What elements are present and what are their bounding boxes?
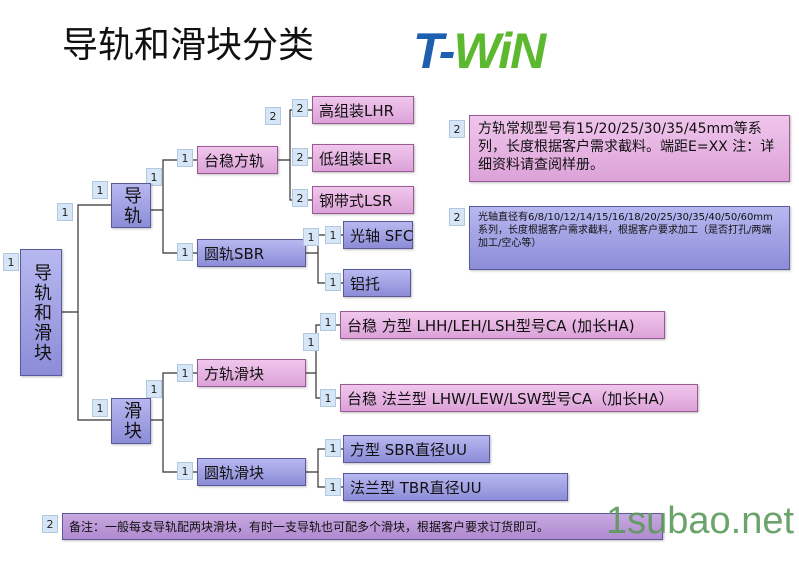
level-badge: 1 [320,389,336,407]
level-badge: 1 [177,149,193,167]
node-square-rail[interactable]: 台稳方轨 [197,146,278,174]
level-badge: 2 [449,208,465,226]
level-badge: 1 [146,168,162,186]
level-badge: 1 [92,181,108,199]
node-ler[interactable]: 低组装LER [312,144,414,172]
node-tbr-uu[interactable]: 法兰型 TBR直径UU [343,473,568,501]
level-badge: 1 [303,333,319,351]
node-root[interactable]: 导轨和滑块 [20,249,62,376]
level-badge: 1 [177,462,193,480]
node-sfc[interactable]: 光轴 SFC [343,221,413,249]
level-badge: 1 [325,439,341,457]
level-badge: 2 [292,189,308,207]
node-sbr-uu[interactable]: 方型 SBR直径UU [343,435,490,463]
node-round-block[interactable]: 圆轨滑块 [197,458,306,486]
node-lsr[interactable]: 钢带式LSR [312,186,414,214]
level-badge: 1 [57,203,73,221]
twin-logo: T-WiN [413,23,546,79]
node-flange-type[interactable]: 台稳 法兰型 LHW/LEW/LSW型号CA（加长HA） [340,384,698,412]
level-badge: 1 [325,478,341,496]
node-support[interactable]: 铝托 [343,269,411,297]
note-round-rail: 光轴直径有6/8/10/12/14/15/16/18/20/25/30/35/4… [469,206,790,270]
node-square-block[interactable]: 方轨滑块 [197,359,306,387]
note-square-rail: 方轨常规型号有15/20/25/30/35/45mm等系列，长度根据客户需求截料… [469,115,790,182]
level-badge: 2 [265,107,281,125]
node-rail[interactable]: 导轨 [111,183,151,228]
node-round-rail[interactable]: 圆轨SBR [197,239,306,267]
level-badge: 1 [146,380,162,398]
page-title: 导轨和滑块分类 [62,25,315,66]
node-square-type[interactable]: 台稳 方型 LHH/LEH/LSH型号CA (加长HA) [340,311,665,339]
level-badge: 1 [325,226,341,244]
bottom-note: 备注：一般每支导轨配两块滑块，有时一支导轨也可配多个滑块，根据客户要求订货即可。 [62,513,663,540]
level-badge: 1 [325,273,341,291]
level-badge: 2 [449,120,465,138]
watermark: 1subao.net [606,500,795,542]
node-block[interactable]: 滑块 [111,398,151,444]
level-badge: 1 [303,228,319,246]
node-lhr[interactable]: 高组装LHR [312,96,414,124]
level-badge: 2 [42,515,58,533]
level-badge: 1 [177,243,193,261]
level-badge: 1 [92,399,108,417]
level-badge: 2 [292,99,308,117]
level-badge: 1 [3,253,19,271]
level-badge: 1 [177,364,193,382]
level-badge: 2 [292,148,308,166]
level-badge: 1 [320,313,336,331]
